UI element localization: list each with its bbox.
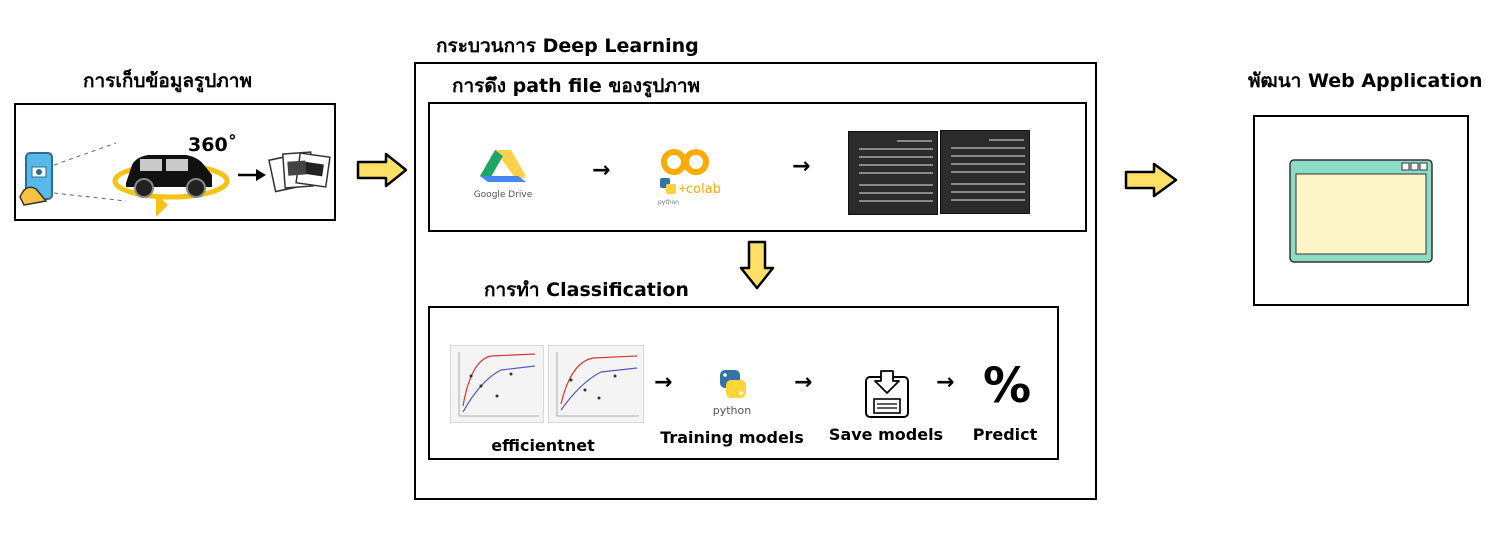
python-item: python (700, 366, 764, 418)
arrow-colab-to-table: → (792, 154, 811, 179)
deep-learning-title: กระบวนการ Deep Learning (436, 35, 699, 57)
sight-line-top (53, 142, 117, 166)
google-drive-icon (480, 150, 526, 182)
save-models-icon (865, 370, 909, 418)
predict-label: Predict (972, 425, 1038, 444)
colab-label: colab (686, 182, 721, 197)
phone-camera-icon (19, 152, 53, 206)
badge-360: 360˚ (188, 133, 237, 156)
efficientnet-chart-1 (450, 345, 544, 423)
predict-percent-icon: % (982, 358, 1032, 414)
path-file-title: การดึง path file ของรูปภาพ (452, 75, 701, 97)
python-word: python (713, 404, 752, 417)
flow-arrow-1 (356, 152, 408, 188)
flow-arrow-2 (1124, 162, 1178, 198)
sight-line-bottom (53, 192, 127, 202)
collect-illustration: 360˚ (19, 133, 331, 217)
classification-title: การทำ Classification (484, 279, 689, 301)
save-models-label: Save models (828, 425, 944, 444)
google-drive-item: Google Drive (468, 144, 538, 208)
google-drive-label: Google Drive (473, 190, 533, 200)
arrow-right-icon (238, 169, 266, 181)
dataframe-panel-1 (848, 131, 938, 215)
flow-arrow-down (739, 240, 775, 290)
dataframe-panel-2 (940, 130, 1030, 214)
car-icon (126, 155, 212, 198)
arrow-training-to-save: → (794, 370, 813, 395)
browser-window-icon (1289, 159, 1433, 263)
photo-stack-icon (268, 151, 331, 193)
efficientnet-chart-2 (548, 345, 644, 423)
efficientnet-label: efficientnet (491, 436, 595, 455)
efficientnet-chart-1-plot (458, 352, 539, 417)
colab-python-label: python (658, 199, 679, 206)
arrow-save-to-predict: → (936, 370, 955, 395)
colab-item: + colab python (652, 146, 728, 206)
webapp-title: พัฒนา Web Application (1248, 70, 1483, 92)
arrow-drive-to-colab: → (592, 158, 611, 183)
svg-text:+: + (678, 182, 687, 195)
efficientnet-chart-2-plot (556, 352, 639, 417)
training-label: Training models (660, 428, 804, 447)
colab-icon: + colab python (658, 149, 721, 206)
collect-title: การเก็บข้อมูลรูปภาพ (83, 70, 252, 92)
arrow-effnet-to-training: → (654, 370, 673, 395)
collect-box: 360˚ (14, 103, 336, 221)
python-icon: python (713, 370, 752, 417)
